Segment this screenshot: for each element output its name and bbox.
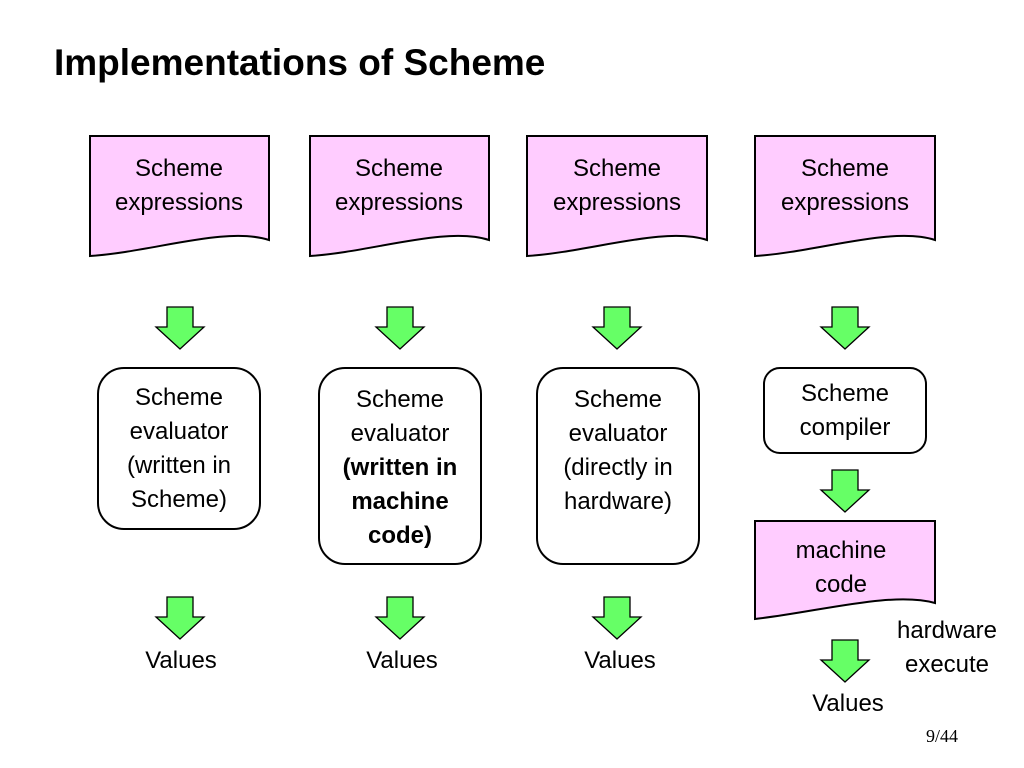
processor-box-2 <box>318 367 482 565</box>
result-label-1: Values <box>145 647 217 674</box>
flow-arrow-icon <box>375 596 425 640</box>
result-label-2: Values <box>366 647 438 674</box>
flow-arrow-icon <box>820 469 870 513</box>
result-label-3: Values <box>584 647 656 674</box>
page-number: 9/44 <box>926 726 959 746</box>
flow-arrow-icon <box>155 306 205 350</box>
source-document-2 <box>309 135 490 258</box>
flow-arrow-icon <box>375 306 425 350</box>
flow-arrow-icon <box>592 306 642 350</box>
processor-label-1: Scheme evaluator (written in Scheme) <box>126 384 232 513</box>
slide-title: Implementations of Scheme <box>54 42 546 83</box>
flow-arrow-icon <box>155 596 205 640</box>
machine-code-document <box>754 520 936 621</box>
source-document-1 <box>89 135 270 258</box>
source-document-4 <box>754 135 936 258</box>
flow-arrow-icon <box>820 639 870 683</box>
processor-label-4: Scheme compiler <box>799 380 891 441</box>
machine-code-label: machine code <box>795 537 887 598</box>
processor-box-1 <box>97 367 261 530</box>
processor-label-3: Scheme evaluator (directly in hardware) <box>563 386 673 515</box>
processor-box-3 <box>536 367 700 565</box>
processor-label-2: Scheme evaluator (written in machine cod… <box>342 386 458 549</box>
hardware-execute-note: hardware execute <box>896 617 998 678</box>
source-document-3 <box>526 135 708 258</box>
flow-arrow-icon <box>820 306 870 350</box>
flow-arrow-icon <box>592 596 642 640</box>
processor-box-4 <box>763 367 927 454</box>
result-label-4: Values <box>812 690 884 717</box>
